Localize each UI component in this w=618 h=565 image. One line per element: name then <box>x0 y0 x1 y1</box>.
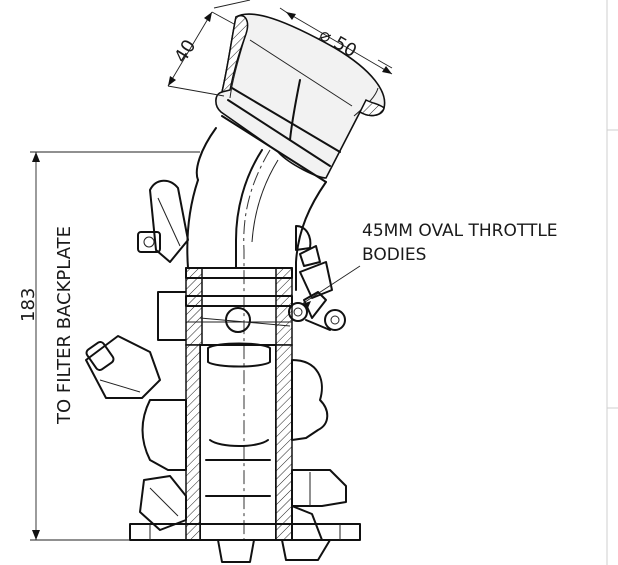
height-note-label: TO FILTER BACKPLATE <box>54 226 75 425</box>
drawing-frame <box>606 0 618 565</box>
dimension-height <box>30 151 200 541</box>
callout-line-1: 45MM OVAL THROTTLE <box>362 221 558 241</box>
throttle-body <box>137 179 346 346</box>
callout-leader <box>301 265 361 308</box>
height-value-label: 183 <box>18 288 39 322</box>
callout-line-2: BODIES <box>362 245 426 265</box>
bent-runner <box>186 127 327 540</box>
velocity-stack <box>215 13 386 183</box>
lower-body <box>85 335 361 563</box>
dimension-length <box>167 11 235 97</box>
length-label: 40 <box>170 36 200 67</box>
dimension-diameter <box>213 0 393 75</box>
